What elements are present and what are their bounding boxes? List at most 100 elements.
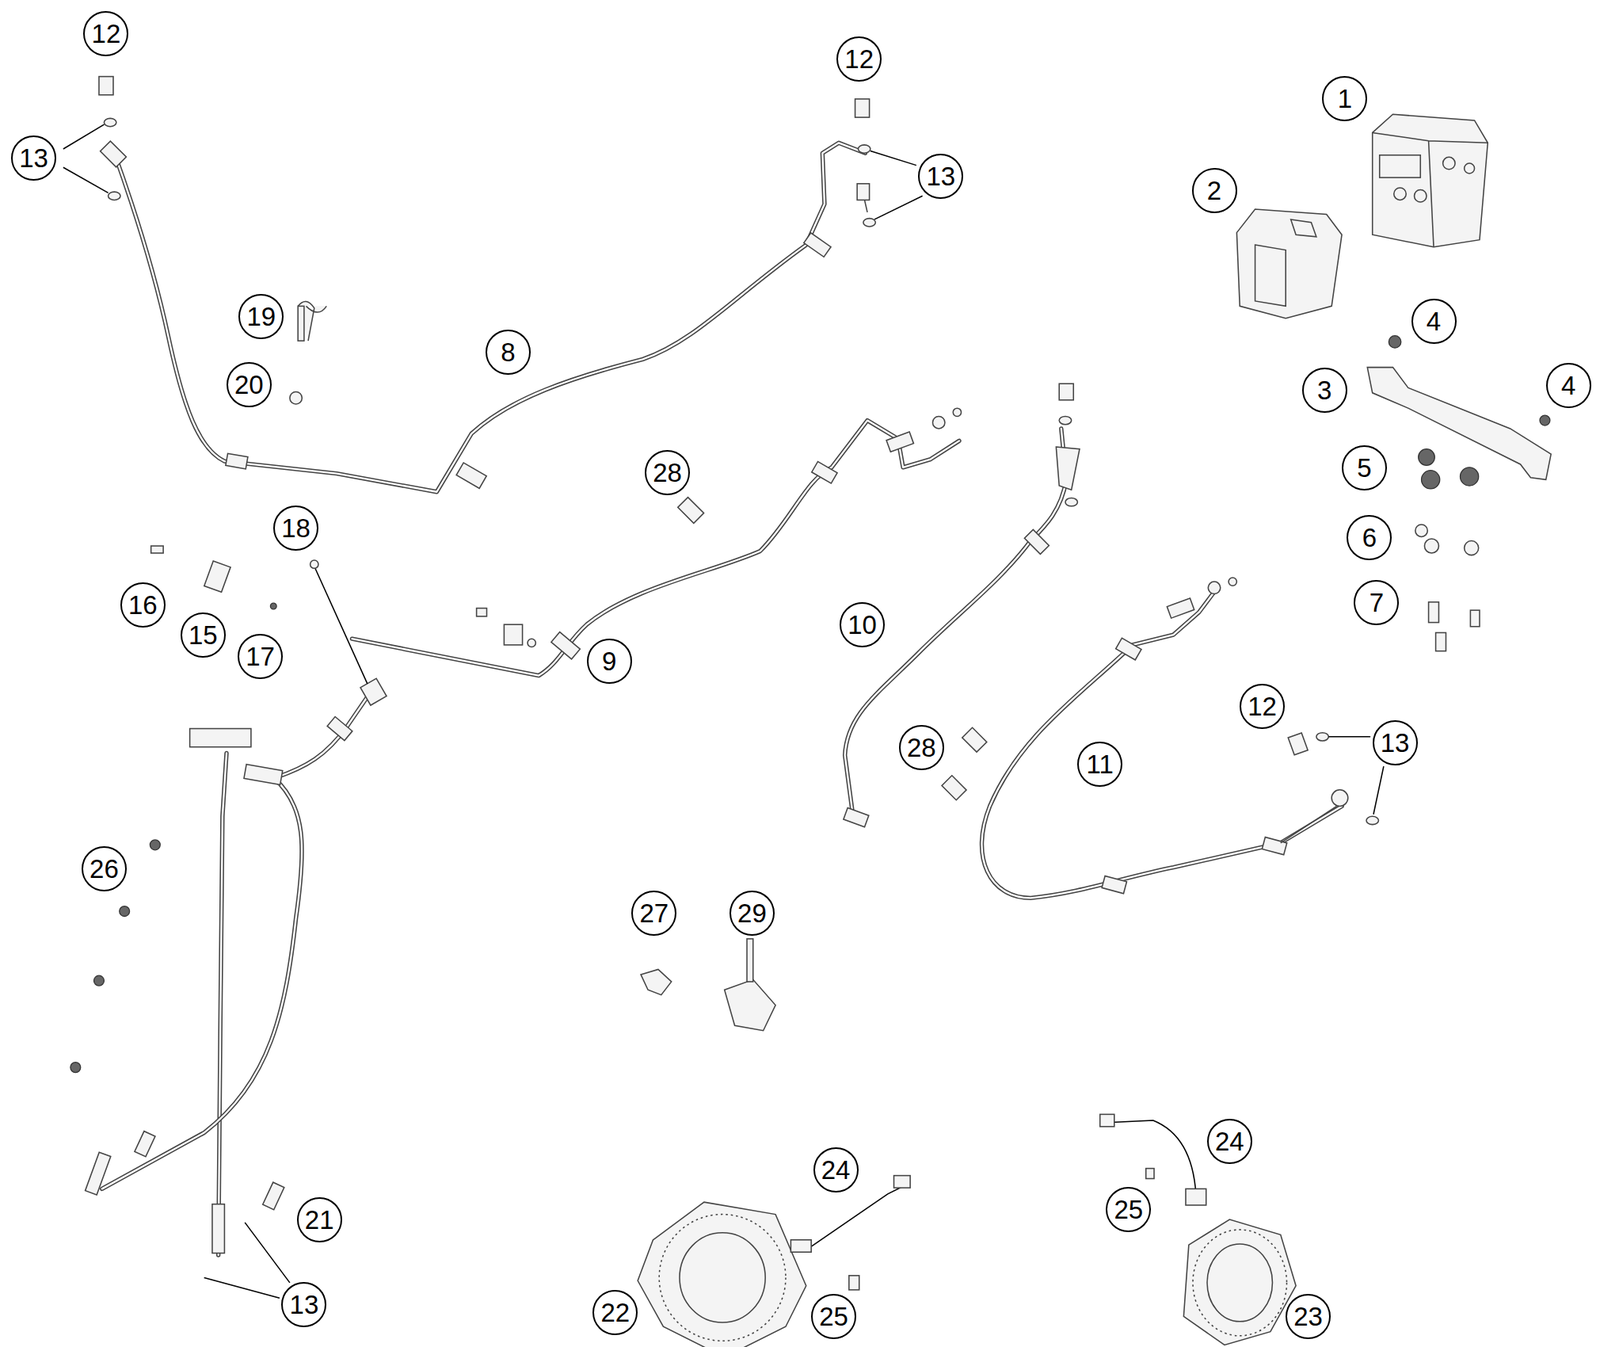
leader-lines bbox=[63, 124, 1384, 1298]
abs-unit-part bbox=[1464, 163, 1475, 174]
abs-unit-part bbox=[1443, 156, 1456, 169]
callout-number: 27 bbox=[639, 899, 669, 926]
fittings-part bbox=[134, 1131, 156, 1157]
fittings-part bbox=[310, 560, 319, 568]
callout-circle: 3 bbox=[1302, 367, 1348, 413]
abs-unit-part bbox=[1372, 132, 1489, 247]
callout-number: 29 bbox=[737, 899, 767, 926]
callout-circle: 6 bbox=[1346, 514, 1392, 560]
brake-lines-part bbox=[102, 777, 302, 1189]
brake-lines-part bbox=[351, 420, 960, 676]
callout-circle: 28 bbox=[644, 449, 690, 496]
leader-lines-part bbox=[244, 1222, 290, 1283]
callout-circle: 20 bbox=[226, 361, 272, 408]
fittings bbox=[85, 140, 1288, 1253]
fittings-part bbox=[1207, 581, 1220, 594]
callout-number: 7 bbox=[1369, 589, 1384, 616]
wheel-speed-sensors-part bbox=[1107, 1120, 1197, 1194]
callout-circle: 28 bbox=[899, 724, 945, 770]
callout-number: 23 bbox=[1293, 1302, 1323, 1330]
brake-lines-part bbox=[114, 142, 865, 492]
callout-number: 26 bbox=[89, 855, 119, 882]
abs-unit bbox=[1236, 114, 1488, 319]
abs-bracket-part bbox=[1428, 601, 1440, 623]
callout-circle: 24 bbox=[813, 1146, 859, 1193]
wheel-speed-sensors-part bbox=[1185, 1188, 1207, 1205]
callout-circle: 8 bbox=[485, 329, 531, 375]
banjo-bolts-washers-part bbox=[863, 218, 876, 227]
sensor-rings-part bbox=[637, 1201, 807, 1347]
fittings-part bbox=[85, 1151, 111, 1195]
leader-lines-part bbox=[1328, 735, 1371, 738]
callout-number: 28 bbox=[906, 734, 937, 761]
leader-lines-part bbox=[204, 1276, 280, 1298]
callout-number: 2 bbox=[1207, 177, 1222, 204]
callout-number: 11 bbox=[1086, 750, 1114, 778]
banjo-bolts-washers-part bbox=[1280, 805, 1338, 842]
sensor-rings-part bbox=[1207, 1243, 1273, 1322]
banjo-bolts-washers-part bbox=[857, 144, 870, 153]
fittings-part bbox=[962, 727, 987, 752]
callout-number: 20 bbox=[234, 371, 264, 398]
fittings-part bbox=[212, 1203, 225, 1254]
callout-number: 15 bbox=[188, 621, 218, 648]
callout-circle: 5 bbox=[1341, 445, 1387, 491]
brake-lines-part bbox=[275, 693, 370, 778]
leader-lines-part bbox=[870, 151, 917, 166]
callout-circle: 13 bbox=[281, 1281, 327, 1327]
abs-unit-part bbox=[1379, 155, 1421, 178]
fittings-part bbox=[503, 624, 522, 645]
fittings-part bbox=[1059, 383, 1074, 400]
callout-circle: 1 bbox=[1321, 76, 1368, 122]
fittings-part bbox=[151, 545, 164, 553]
callout-number: 5 bbox=[1356, 454, 1372, 481]
cable-clips-part bbox=[119, 906, 130, 917]
banjo-bolts-washers-part bbox=[1366, 815, 1379, 824]
callout-circle: 13 bbox=[11, 135, 57, 181]
fittings-part bbox=[527, 638, 536, 647]
banjo-bolts-washers-part bbox=[1287, 732, 1308, 755]
callout-circle: 12 bbox=[83, 11, 129, 57]
callout-number: 13 bbox=[925, 163, 956, 190]
abs-unit-part bbox=[1236, 209, 1342, 319]
brake-lines-part bbox=[982, 591, 1343, 898]
sensor-rings-part bbox=[679, 1232, 766, 1322]
callout-number: 22 bbox=[600, 1299, 630, 1326]
fittings-part bbox=[297, 305, 305, 341]
abs-bracket-part bbox=[1367, 367, 1551, 480]
fittings-part bbox=[803, 232, 831, 257]
brake-lines-part bbox=[275, 693, 370, 778]
fittings-part bbox=[952, 407, 961, 416]
sensor-rings-part bbox=[1192, 1229, 1288, 1336]
callout-circle: 10 bbox=[839, 601, 885, 648]
brake-lines-part bbox=[982, 591, 1343, 898]
fittings-part bbox=[1065, 497, 1078, 506]
callout-circle: 29 bbox=[729, 890, 775, 936]
wheel-speed-sensors-part bbox=[849, 1275, 860, 1290]
fittings-part bbox=[886, 431, 914, 452]
brake-lines-part bbox=[114, 142, 865, 492]
leader-lines-part bbox=[874, 195, 923, 220]
callout-circle: 16 bbox=[120, 582, 166, 628]
abs-bracket-part bbox=[1436, 632, 1447, 651]
fittings-part bbox=[243, 764, 283, 785]
callout-circle: 13 bbox=[918, 153, 964, 199]
fittings-part bbox=[262, 1181, 285, 1210]
leader-lines-part bbox=[1373, 765, 1384, 815]
fittings-part bbox=[327, 716, 353, 741]
callout-number: 6 bbox=[1362, 524, 1377, 551]
callout-number: 17 bbox=[245, 643, 275, 670]
fittings-part bbox=[932, 415, 945, 428]
fittings-part bbox=[1024, 529, 1049, 554]
callout-circle: 2 bbox=[1192, 167, 1238, 214]
fittings-part bbox=[1166, 598, 1194, 618]
fittings-part bbox=[190, 728, 252, 747]
fittings-part bbox=[1116, 637, 1142, 660]
fittings-part bbox=[678, 497, 705, 524]
callout-circle: 18 bbox=[273, 505, 319, 551]
callout-circle: 26 bbox=[81, 845, 127, 892]
callout-circle: 4 bbox=[1546, 362, 1592, 408]
abs-bracket-part bbox=[1415, 524, 1428, 537]
banjo-bolts-washers-part bbox=[99, 76, 114, 96]
